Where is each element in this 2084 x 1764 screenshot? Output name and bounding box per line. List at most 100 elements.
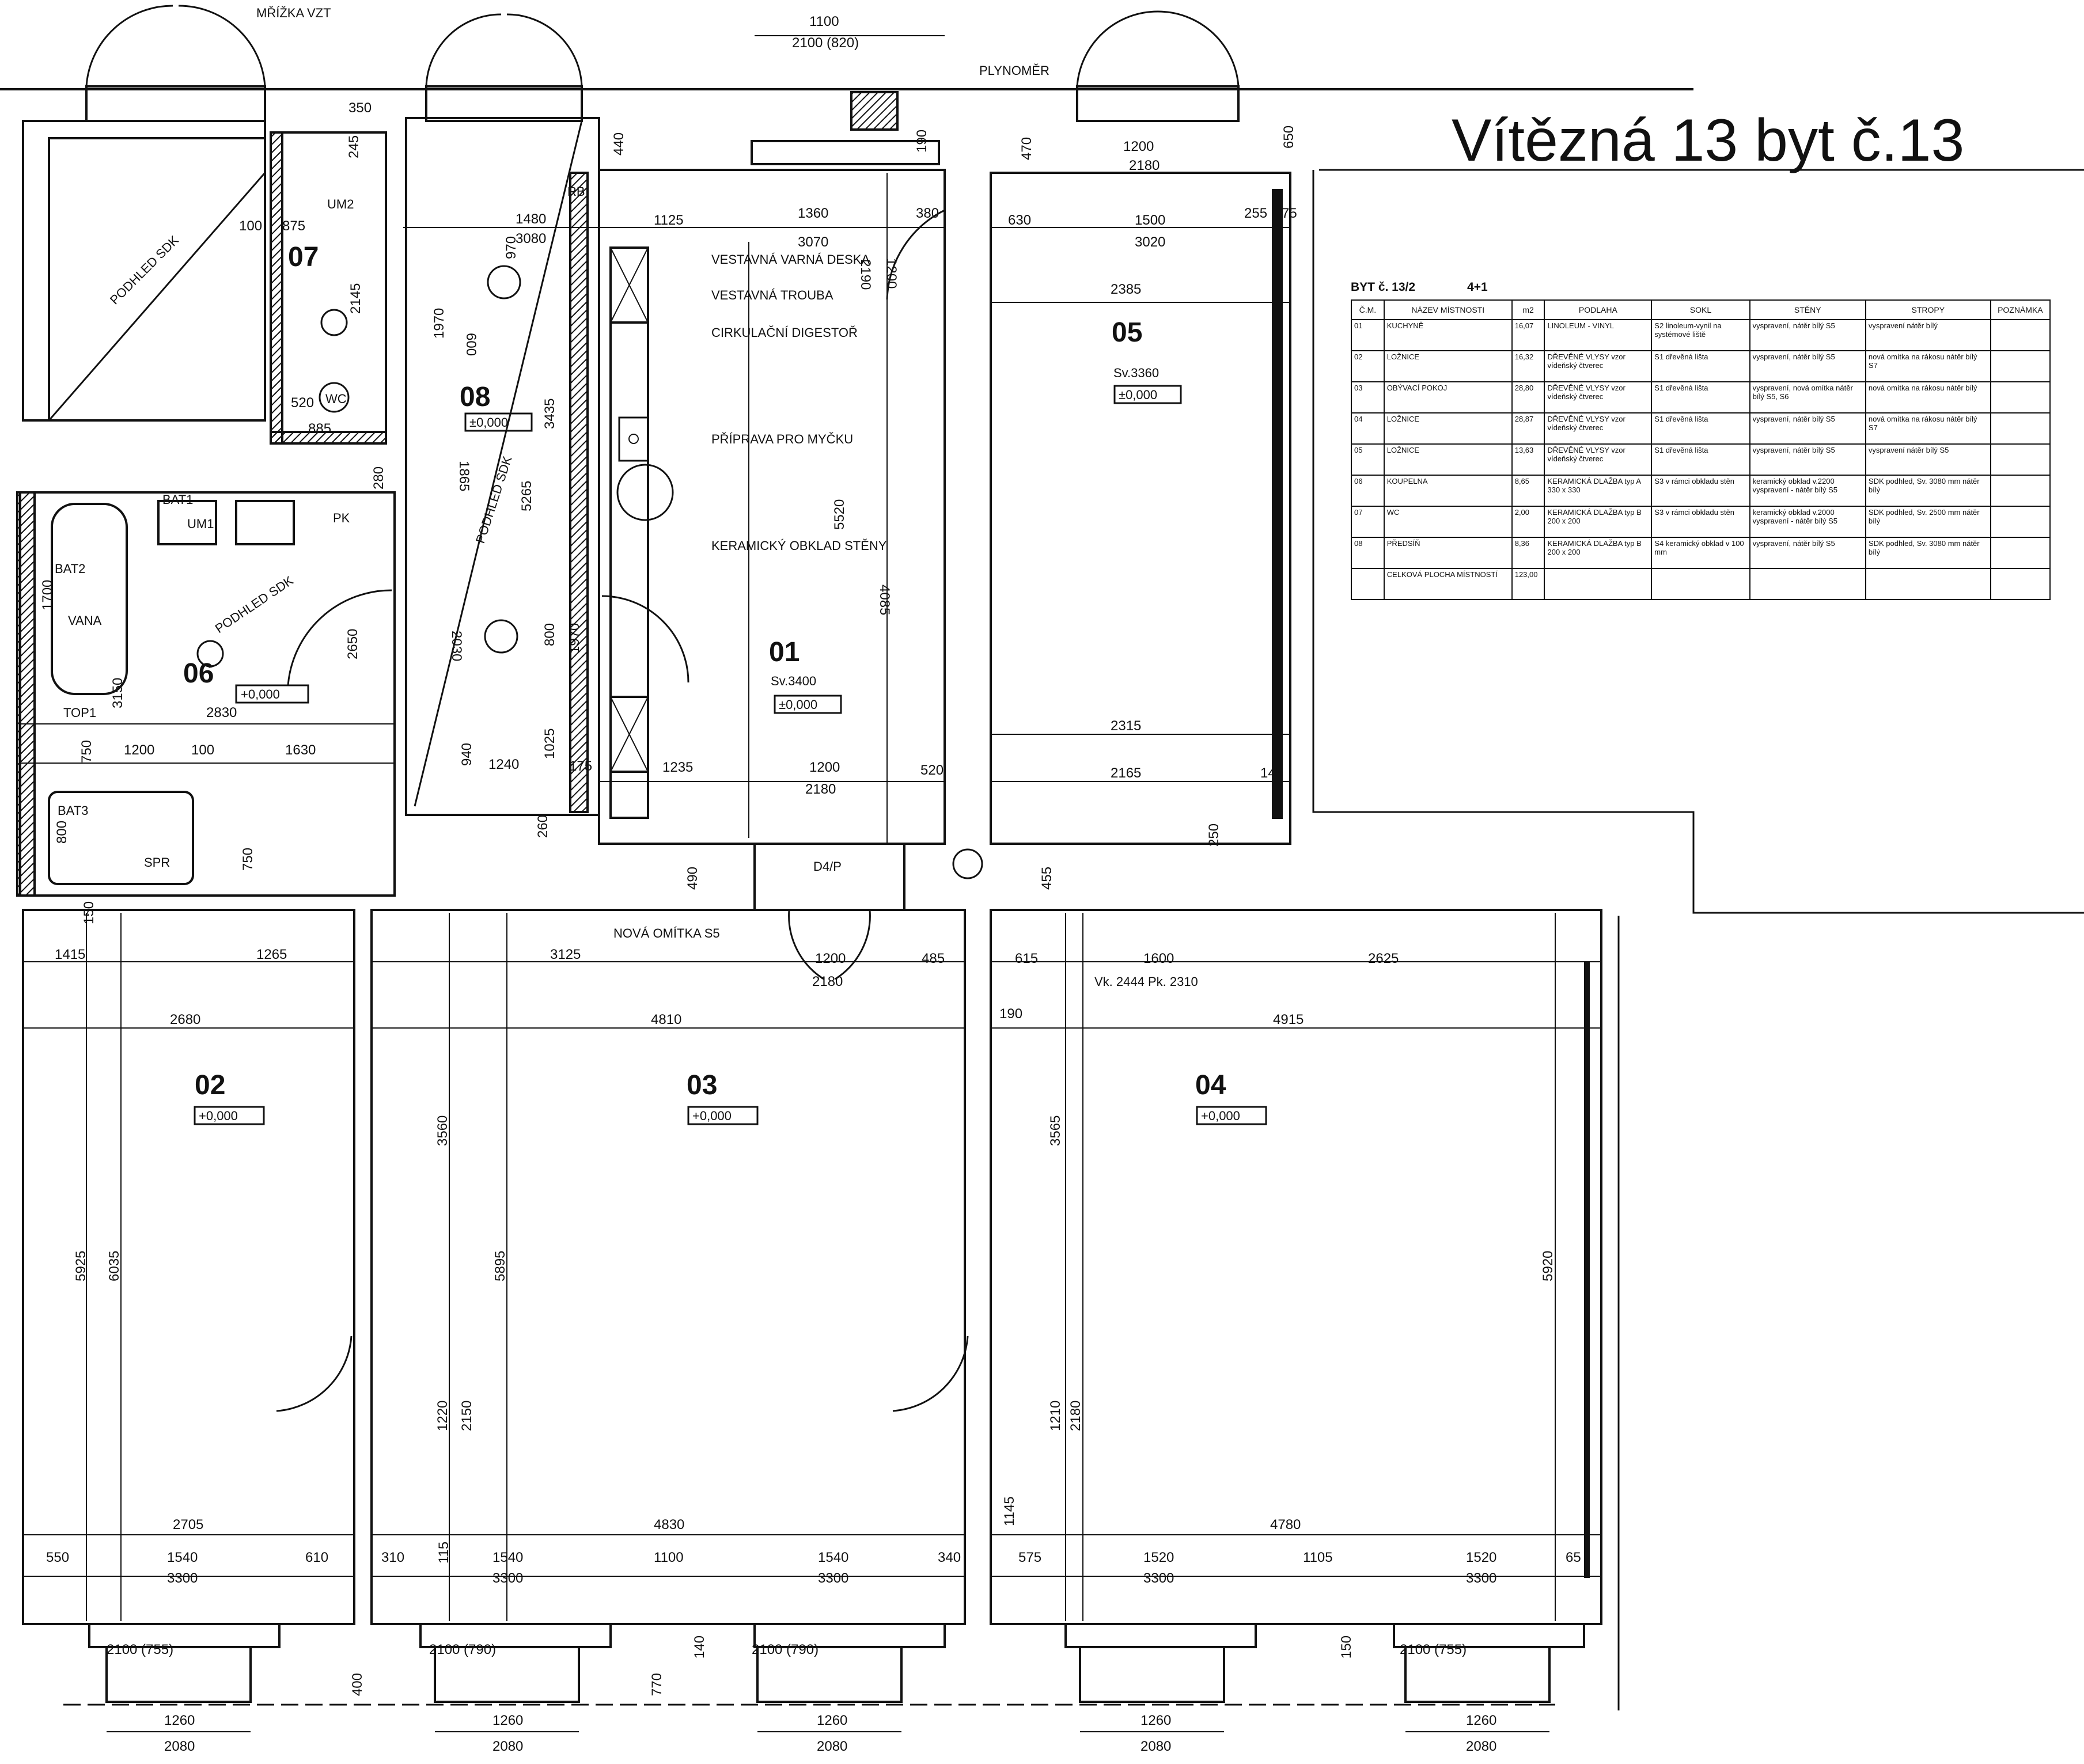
dim-label: 2100 (755)	[107, 1642, 173, 1657]
table-cell-area: 13,63	[1511, 443, 1545, 476]
label-door: D4/P	[813, 859, 842, 874]
table-cell-ceiling: vyspravení nátěr bílý S5	[1865, 443, 1991, 476]
table-cell-sokl: S2 linoleum-vynil na systémové liště	[1651, 319, 1750, 351]
dim-label: 1145	[1002, 1496, 1017, 1526]
table-cell-area: 28,87	[1511, 412, 1545, 445]
dim-label: 650	[1281, 126, 1297, 149]
dim-label: 750	[240, 848, 256, 871]
label-um2: UM2	[327, 197, 354, 211]
label-gas-meter: PLYNOMĚR	[979, 63, 1049, 78]
dishwasher-circle	[616, 464, 674, 521]
dim-label: 3300	[1143, 1570, 1174, 1586]
dim-label: 1240	[488, 757, 519, 772]
room-level-03: +0,000	[692, 1109, 732, 1123]
dim-label: 75	[1282, 206, 1297, 221]
dim-label: 3300	[1466, 1570, 1496, 1586]
door-swing	[1157, 10, 1240, 87]
door-swing	[287, 589, 392, 686]
label-wc: WC	[325, 392, 347, 406]
table-cell-note	[1990, 350, 2051, 382]
level-box	[194, 1106, 265, 1125]
light-fixture	[487, 265, 521, 299]
table-cell-floor: KERAMICKÁ DLAŽBA typ B 200 x 200	[1544, 506, 1653, 538]
table-cell-note	[1990, 537, 2051, 569]
col-header: Č.M.	[1351, 299, 1385, 320]
bath-wall-hatch	[16, 491, 36, 897]
dim-label: 2080	[492, 1739, 523, 1754]
dim-label: 1260	[492, 1713, 523, 1728]
door-swing	[276, 1336, 353, 1412]
label-rb: RB	[567, 184, 585, 199]
dim-label: 65	[1566, 1550, 1581, 1565]
dim-label: 6035	[107, 1251, 122, 1281]
dim-label: 2650	[345, 629, 361, 659]
col-header: SOKL	[1651, 299, 1750, 320]
table-cell-sokl: S1 dřevěná lišta	[1651, 350, 1750, 382]
dim-label: 1200	[815, 951, 846, 966]
table-cell-ceiling: SDK podhled, Sv. 3080 mm nátěr bílý	[1865, 475, 1991, 507]
col-header: STĚNY	[1749, 299, 1866, 320]
table-cell-sokl: S3 v rámci obkladu stěn	[1651, 475, 1750, 507]
table-cell-walls: vyspravení, nátěr bílý S5	[1749, 350, 1866, 382]
dim-label: 520	[291, 395, 314, 411]
light-fixture	[196, 640, 224, 667]
room-05-window-wall	[1272, 189, 1283, 819]
table-cell-no: 04	[1351, 412, 1385, 445]
dim-label: 2190	[858, 259, 873, 290]
level-box	[235, 684, 309, 704]
table-cell-name: OBÝVACÍ POKOJ	[1383, 381, 1513, 414]
room-number-04: 04	[1195, 1070, 1226, 1101]
door-marker-circle	[952, 848, 983, 879]
label-bat3: BAT3	[58, 803, 88, 818]
dim-label: 490	[685, 867, 700, 890]
kitchen-wall-hatch	[569, 172, 589, 813]
dim-label: 3070	[798, 234, 828, 250]
table-cell-walls: vyspravení, nátěr bílý S5	[1749, 443, 1866, 476]
room-level-08: ±0,000	[469, 415, 508, 430]
table-cell-name: KOUPELNA	[1383, 475, 1513, 507]
room-number-08: 08	[460, 382, 490, 412]
door-swing	[886, 209, 945, 300]
table-cell-sokl: S3 v rámci obkladu stěn	[1651, 506, 1750, 538]
dim-label: 255	[1244, 206, 1267, 221]
dim-label: 2180	[805, 782, 836, 797]
dim-label: 190	[914, 130, 930, 153]
dim-label: 970	[503, 236, 519, 259]
dim-label: 875	[282, 218, 305, 234]
room-level-04: +0,000	[1201, 1109, 1240, 1123]
label-dishwasher: PŘÍPRAVA PRO MYČKU	[711, 432, 853, 446]
wc-wall-hatch	[270, 131, 283, 445]
dim-label: 1700	[40, 580, 55, 610]
dim-label: 470	[1019, 137, 1035, 160]
table-cell-area: 16,07	[1511, 319, 1545, 351]
dim-label: 1970	[567, 623, 582, 654]
dim-label: 3565	[1048, 1116, 1063, 1146]
room-height-01: Sv.3400	[771, 674, 816, 688]
label-oven: VESTAVNÁ TROUBA	[711, 288, 833, 302]
room-05-outline	[990, 172, 1291, 845]
dim-label: 485	[922, 951, 945, 966]
dim-label: 2080	[164, 1739, 195, 1754]
washbasin-2	[235, 500, 295, 545]
table-cell-no: 08	[1351, 537, 1385, 569]
table-cell-note	[1990, 319, 2051, 351]
dim-label: 3560	[435, 1116, 450, 1146]
dim-label: 100	[239, 218, 262, 234]
table-cell-walls: keramický obklad v.2200 vyspravení - nát…	[1749, 475, 1866, 507]
dim-label: 1970	[431, 308, 447, 339]
dim-label: 940	[459, 743, 475, 766]
dim-label: 5520	[832, 499, 847, 530]
dim-label: 600	[463, 333, 479, 356]
dim-label: 1540	[167, 1550, 198, 1565]
hob-box	[609, 246, 649, 324]
table-cell-ceiling: SDK podhled, Sv. 3080 mm nátěr bílý	[1865, 537, 1991, 569]
dim-label: 1125	[654, 213, 684, 228]
entry-hall	[753, 843, 905, 911]
dim-label: 4780	[1270, 1517, 1301, 1532]
table-cell-sokl	[1651, 568, 1750, 600]
room-number-01: 01	[769, 637, 800, 667]
